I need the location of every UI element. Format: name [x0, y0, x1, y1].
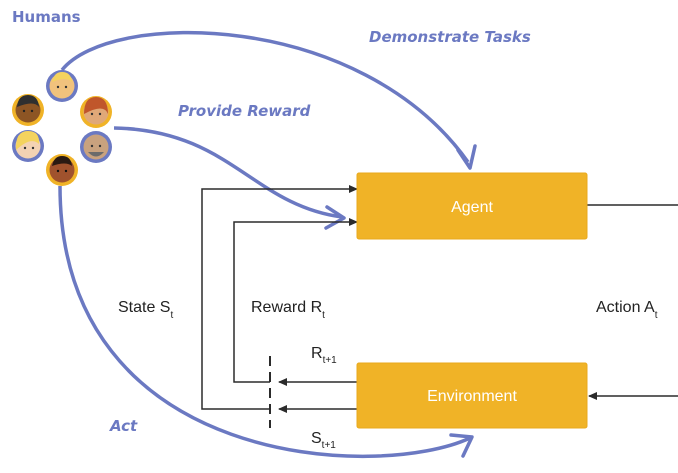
next-state-label: St+1 [311, 430, 336, 451]
environment-box: Environment [356, 362, 588, 429]
agent-label: Agent [451, 199, 493, 216]
humans-label: Humans [12, 8, 81, 26]
action-label: Action At [596, 299, 658, 321]
person-avatar-icon [80, 96, 112, 128]
state-label: State St [118, 299, 173, 321]
action-line [587, 204, 678, 400]
person-avatar-icon [46, 154, 78, 186]
demonstrate-tasks-label: Demonstrate Tasks [369, 28, 531, 46]
reward-label: Reward Rt [251, 299, 325, 321]
provide-reward-label: Provide Reward [178, 102, 311, 120]
act-arrow [58, 185, 474, 459]
person-avatar-icon [12, 130, 44, 162]
next-reward-label: Rt+1 [311, 345, 337, 366]
person-avatar-icon [80, 131, 112, 163]
agent-box: Agent [356, 172, 588, 240]
provide-reward-arrow [113, 126, 346, 230]
environment-label: Environment [427, 388, 517, 405]
humans-avatar-group [12, 70, 112, 186]
demonstrate-tasks-arrow [60, 30, 477, 170]
reward-feedback-line [233, 218, 358, 383]
person-avatar-icon [12, 94, 44, 126]
act-label: Act [109, 417, 138, 435]
state-feedback-line [201, 185, 358, 410]
person-avatar-icon [46, 70, 78, 102]
